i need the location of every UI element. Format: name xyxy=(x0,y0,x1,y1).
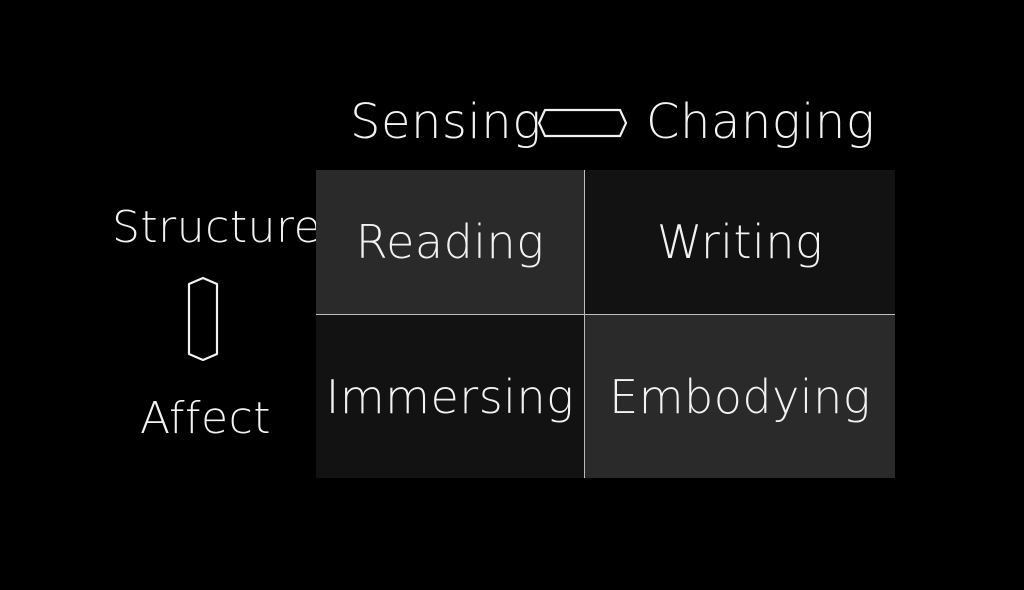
quadrant-label: Embodying xyxy=(609,369,871,424)
quadrant-embodying: Embodying xyxy=(585,315,895,478)
quadrant-immersing: Immersing xyxy=(316,315,585,478)
quadrant-writing: Writing xyxy=(585,170,895,315)
horizontal-axis-right-label: Changing xyxy=(646,94,876,150)
horizontal-double-arrow-icon xyxy=(538,108,628,138)
vertical-axis-top-label: Structure xyxy=(112,202,322,253)
quadrant-reading: Reading xyxy=(316,170,585,315)
vertical-double-arrow-icon xyxy=(187,277,219,361)
quadrant-label: Writing xyxy=(656,215,824,269)
quadrant-label: Reading xyxy=(355,215,545,269)
horizontal-axis-left-label: Sensing xyxy=(350,94,542,150)
quadrant-label: Immersing xyxy=(325,369,575,424)
quadrant-grid: Reading Writing Immersing Embodying xyxy=(316,170,895,478)
vertical-axis-bottom-label: Affect xyxy=(140,393,272,444)
